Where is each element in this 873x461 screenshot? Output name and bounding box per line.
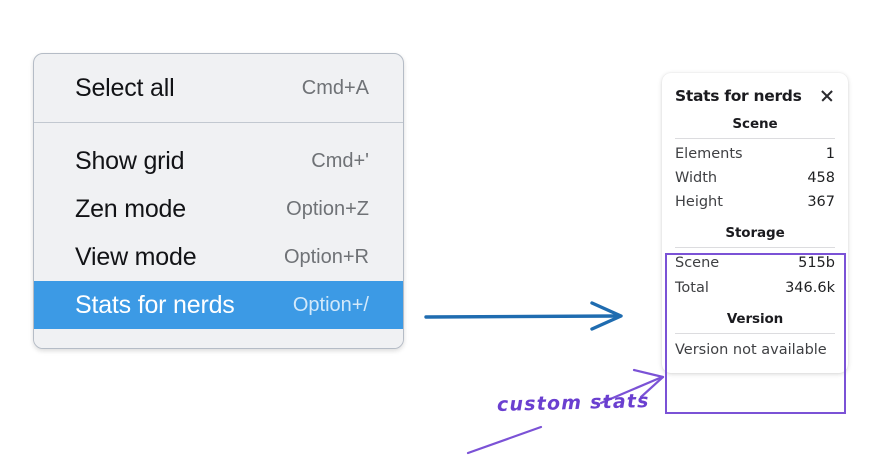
menu-item-label: Zen mode — [75, 194, 186, 223]
menu-item-select-all[interactable]: Select all Cmd+A — [34, 64, 403, 112]
stat-label: Elements — [675, 146, 743, 162]
stat-label: Scene — [675, 255, 720, 272]
menu-section-1: Select all Cmd+A — [34, 54, 403, 122]
panel-header: Stats for nerds — [662, 73, 848, 105]
menu-divider — [34, 122, 403, 123]
menu-item-label: Stats for nerds — [75, 290, 235, 319]
stats-for-nerds-panel: Stats for nerds Scene Elements 1 Width 4… — [662, 73, 848, 374]
stat-value: 458 — [807, 170, 835, 187]
stat-row-storage-total: Total 346.6k — [675, 276, 835, 300]
stat-value: 346.6k — [785, 279, 835, 296]
section-heading-version: Version — [726, 310, 784, 327]
section-heading-scene: Scene — [732, 116, 778, 132]
menu-item-show-grid[interactable]: Show grid Cmd+' — [34, 137, 403, 185]
section-heading-storage: Storage — [725, 225, 785, 242]
menu-item-shortcut: Cmd+A — [301, 77, 369, 99]
menu-item-shortcut: Cmd+' — [311, 150, 369, 172]
stats-section-scene: Scene Elements 1 Width 458 Height 367 — [675, 105, 835, 214]
purple-lead-line — [466, 425, 543, 455]
section-rule — [675, 138, 835, 139]
stat-label: Height — [675, 194, 723, 211]
menu-item-shortcut: Option+/ — [292, 294, 369, 316]
stat-row-height: Height 367 — [675, 190, 835, 214]
stat-value: 515b — [798, 255, 835, 272]
menu-item-label: Select all — [75, 73, 175, 102]
stat-label: Total — [675, 279, 709, 296]
stat-row-storage-scene: Scene 515b — [675, 251, 835, 275]
stat-row-elements: Elements 1 — [675, 142, 835, 166]
version-status-text: Version not available — [675, 341, 827, 358]
blue-arrow — [424, 301, 623, 331]
stats-section-storage: Storage Scene 515b Total 346.6k — [675, 214, 835, 299]
menu-item-label: View mode — [75, 242, 197, 271]
close-icon[interactable] — [819, 88, 835, 104]
panel-title: Stats for nerds — [675, 87, 802, 105]
section-rule — [675, 332, 835, 334]
context-menu[interactable]: Select all Cmd+A Show grid Cmd+' Zen mod… — [33, 53, 404, 349]
stat-label: Width — [675, 170, 718, 187]
section-rule — [675, 247, 835, 249]
menu-item-view-mode[interactable]: View mode Option+R — [34, 233, 403, 281]
stat-value: 1 — [825, 146, 835, 162]
menu-item-shortcut: Option+R — [283, 246, 369, 268]
menu-section-2: Show grid Cmd+' Zen mode Option+Z View m… — [34, 123, 403, 329]
stat-value: 367 — [807, 194, 835, 211]
menu-item-stats-for-nerds[interactable]: Stats for nerds Option+/ — [34, 281, 403, 329]
menu-item-label: Show grid — [75, 146, 185, 175]
stats-section-version: Version Version not available — [675, 300, 835, 360]
menu-item-zen-mode[interactable]: Zen mode Option+Z — [34, 185, 403, 233]
menu-bottom-padding — [34, 329, 403, 348]
stat-row-width: Width 458 — [675, 166, 835, 190]
panel-body: Scene Elements 1 Width 458 Height 367 St… — [662, 105, 848, 359]
menu-item-shortcut: Option+Z — [286, 198, 369, 220]
custom-stats-annotation-label: custom stats — [496, 390, 650, 416]
